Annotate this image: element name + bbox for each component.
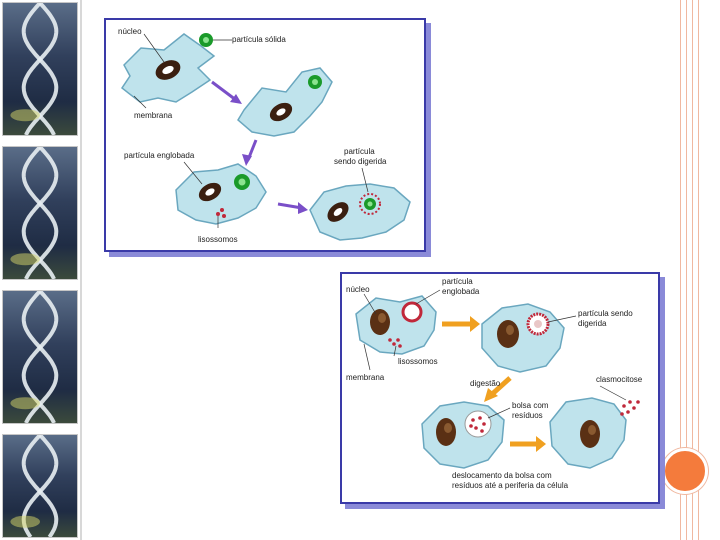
cell-a [355, 295, 437, 355]
label-displacement-line-1: deslocamento da bolsa com [452, 471, 552, 480]
arrow-2 [242, 139, 258, 166]
label-nucleus: núcleo [118, 27, 142, 36]
dna-helix-drawing [10, 147, 59, 279]
leader-lines [133, 33, 369, 228]
label-digested-particle-line-1: partícula [344, 147, 375, 156]
cell-d [549, 397, 627, 469]
dna-helix-image [2, 434, 78, 538]
label-residue-sac-line-1: bolsa com [512, 401, 549, 410]
label-displacement-line-2: resíduos até a periferia da célula [452, 481, 569, 490]
released-residues [620, 400, 640, 416]
arrow-a [442, 316, 480, 332]
label-solid-particle: partícula sólida [232, 35, 286, 44]
label-engulfed-particle: partícula englobada [124, 151, 195, 160]
label-nucleus: núcleo [346, 285, 370, 294]
cell-3 [175, 163, 267, 225]
label-digesting-line-2: digerida [578, 319, 607, 328]
label-engulfed-line-2: englobada [442, 287, 480, 296]
arrow-b [484, 376, 512, 402]
arrow-3 [277, 202, 308, 214]
label-digesting-line-1: partícula sendo [578, 309, 633, 318]
dna-helix-image [2, 2, 78, 136]
label-digested-particle-line-2: sendo digerida [334, 157, 387, 166]
phagocytosis-figure: núcleo partícula sólida membrana partícu… [104, 18, 426, 252]
label-membrane: membrana [134, 111, 173, 120]
solid-particle [199, 33, 213, 47]
strip-divider [80, 0, 82, 540]
cell-c [421, 401, 505, 469]
cell-4 [309, 183, 411, 241]
decorative-border-lines [680, 0, 706, 540]
label-residue-sac-line-2: resíduos [512, 411, 543, 420]
label-lysosomes: lisossomos [398, 357, 438, 366]
arrow-c [510, 436, 546, 452]
decorative-circle [662, 448, 708, 494]
arrow-1 [211, 80, 242, 104]
label-membrane: membrana [346, 373, 385, 382]
cell-2 [237, 67, 333, 137]
cell-b [481, 303, 565, 373]
dna-helix-drawing [10, 291, 59, 423]
dna-helix-image [2, 290, 78, 424]
dna-helix-drawing [10, 3, 59, 135]
dna-helix-image [2, 146, 78, 280]
label-engulfed-line-1: partícula [442, 277, 473, 286]
cell-1 [120, 33, 216, 103]
label-clasmocytosis: clasmocitose [596, 375, 643, 384]
digestion-figure: núcleo partícula englobada partícula sen… [340, 272, 660, 504]
dna-helix-drawing [10, 435, 59, 537]
leader-lines [363, 289, 627, 419]
dna-image-strip [0, 0, 82, 540]
label-digestion: digestão [470, 379, 501, 388]
label-lysosomes: lisossomos [198, 235, 238, 244]
